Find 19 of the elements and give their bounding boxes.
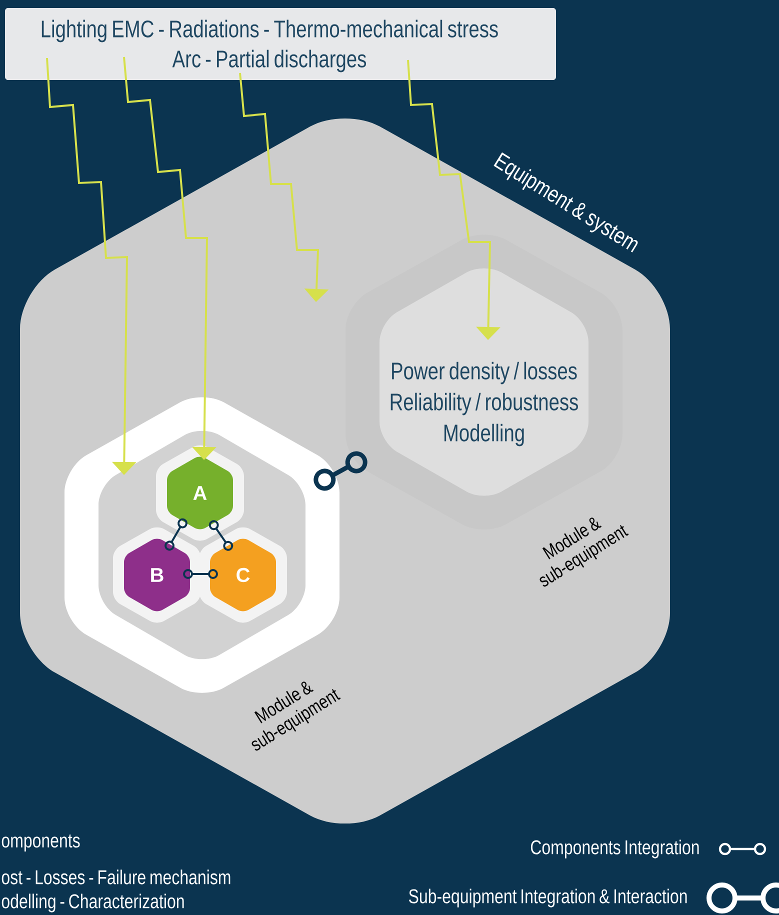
component-hexagon: C	[199, 527, 287, 623]
connector	[314, 451, 368, 491]
legend-text: Components Integration	[530, 840, 699, 858]
connector	[164, 518, 188, 551]
lightning-arrow	[407, 60, 500, 340]
connector	[183, 569, 218, 579]
node-label: C	[236, 568, 250, 582]
lightning-arrow	[239, 72, 329, 302]
note-text: ost - Losses - Failure mechanism	[2, 870, 230, 884]
connector	[208, 520, 234, 551]
note-text: omponents	[2, 834, 80, 852]
node-label: B	[151, 568, 164, 582]
legend-text: Sub-equipment Integration & Interaction	[409, 888, 687, 908]
component-hexagon: B	[113, 527, 201, 623]
note-text: odelling - Characterization	[2, 894, 184, 912]
component-hexagon: A	[156, 445, 244, 541]
lightning-arrow	[123, 56, 216, 460]
stress-banner: Lighting EMC - Radiations - Thermo-mechanical stress Arc - Partial discharges	[5, 8, 556, 80]
lightning-arrow	[46, 58, 136, 475]
